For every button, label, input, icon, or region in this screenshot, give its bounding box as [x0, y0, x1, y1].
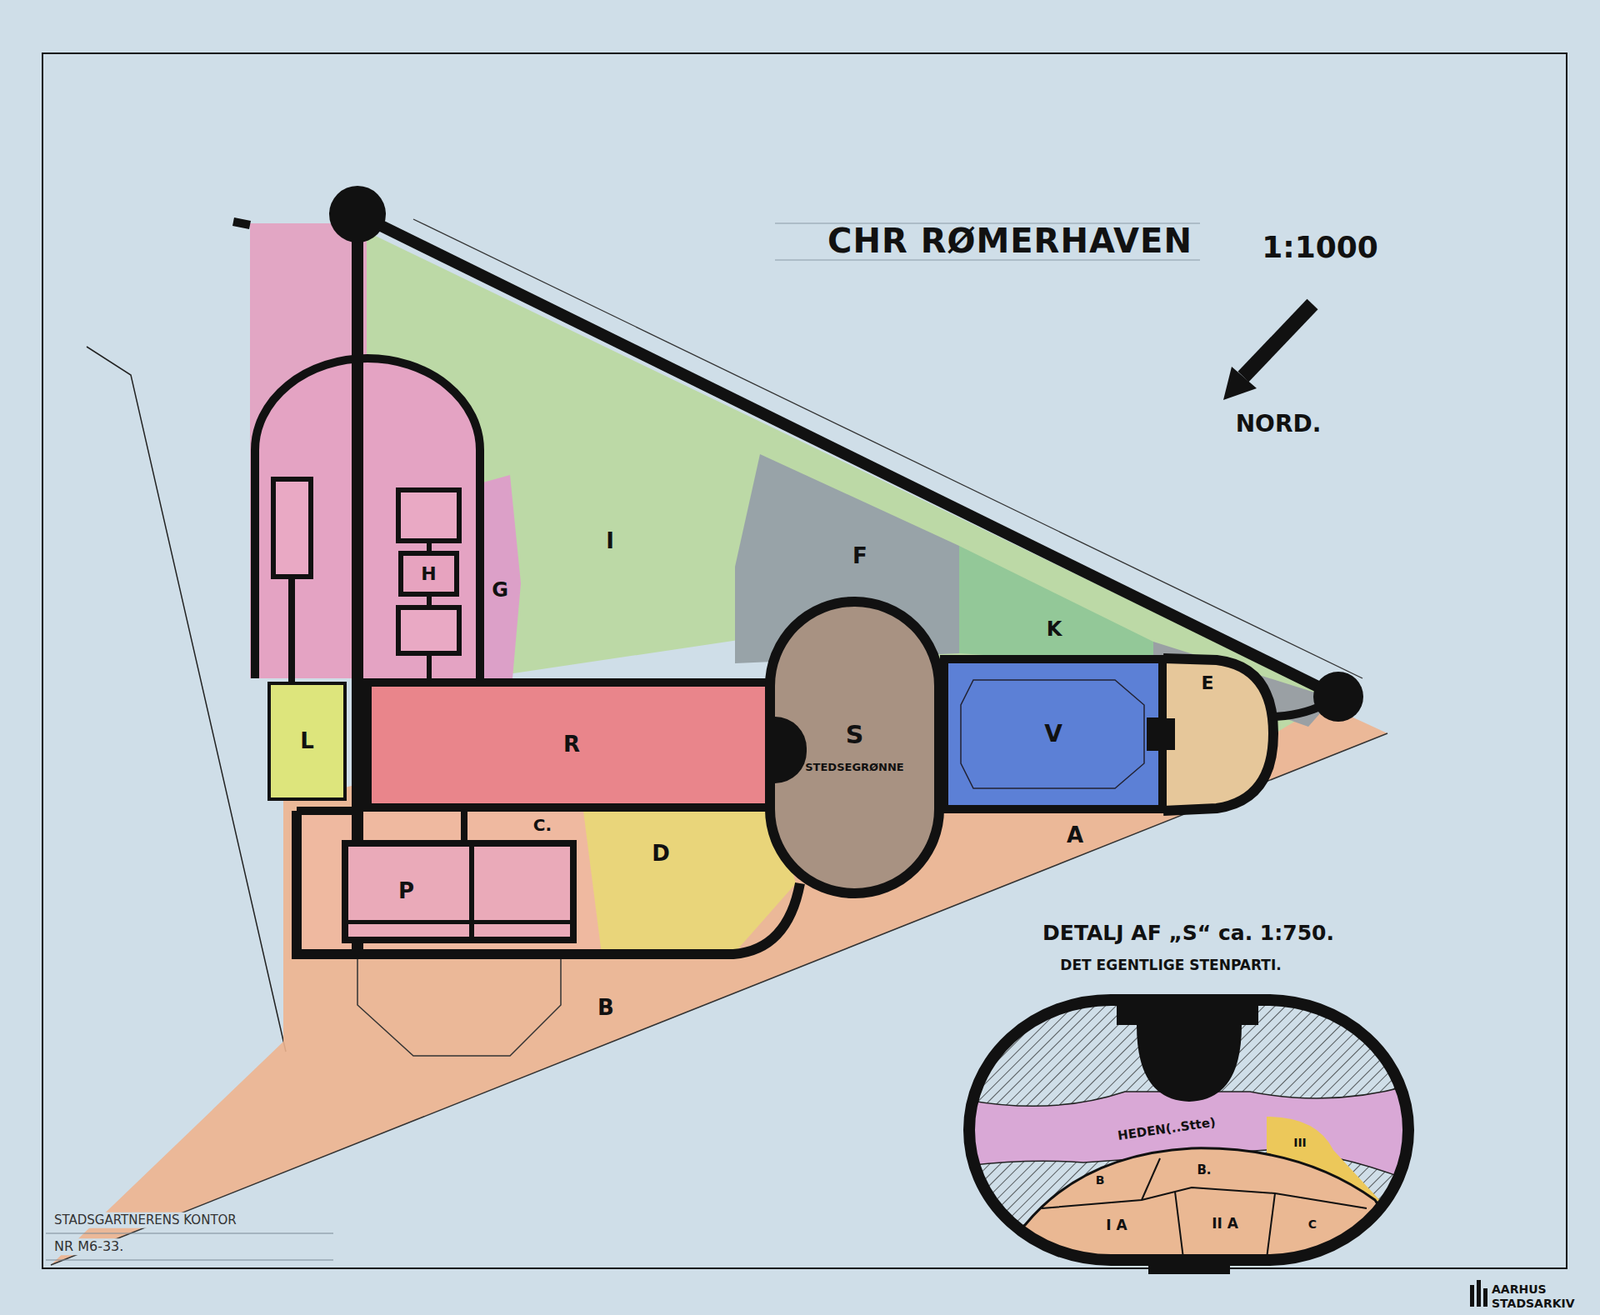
area-letter: I — [605, 529, 615, 554]
area-letter: S — [845, 720, 865, 750]
region-label: II A — [1211, 1215, 1239, 1232]
area-note: STEDSEGRØNNE — [805, 761, 905, 775]
archive-logo: AARHUS — [1491, 1283, 1547, 1296]
area-letter: K — [1046, 618, 1063, 640]
region-label: B. — [1196, 1163, 1211, 1178]
area-letter: A — [1066, 823, 1084, 848]
evergreen-oval: S STEDSEGRØNNE — [765, 596, 945, 899]
archive-logo: STADSARKIV — [1491, 1297, 1575, 1310]
lawn-box: L — [267, 681, 347, 801]
basin-tab — [1146, 717, 1159, 751]
area-letter: F — [852, 544, 868, 569]
area-letter: R — [563, 732, 580, 758]
region-label: B — [1095, 1174, 1105, 1187]
area-letter: B — [597, 995, 615, 1020]
area-letter: L — [300, 729, 315, 755]
region-label: C — [1308, 1218, 1317, 1231]
area-letter: E — [1200, 673, 1214, 694]
north-label: NORD. — [1235, 411, 1322, 438]
area-letter: D — [651, 841, 670, 866]
area-letter: H — [420, 563, 436, 585]
rock-dome — [775, 716, 807, 784]
region-label: III — [1293, 1136, 1307, 1150]
detail-subtitle: DET EGENTLIGE STENPARTI. — [1060, 957, 1281, 974]
area-letter: V — [1044, 720, 1063, 748]
scale-text: 1:1000 — [1261, 230, 1379, 265]
area-letter: C. — [533, 815, 552, 835]
region-label: I A — [1105, 1217, 1127, 1234]
area-letter: G — [491, 579, 509, 601]
area-letter: P — [398, 879, 415, 905]
office-stamp: STADSGARTNERENS KONTOR — [51, 1212, 240, 1229]
basin-line — [960, 680, 1145, 789]
plant-box: H — [398, 550, 460, 597]
bed-divider — [348, 920, 570, 925]
rose-bed: R — [363, 678, 780, 812]
plan-title: CHR RØMERHAVEN — [827, 221, 1193, 260]
drawing-number: NR M6-33. — [51, 1238, 126, 1255]
water-basin: V — [940, 655, 1167, 814]
bed-block: P — [341, 840, 577, 944]
region-label: HEDEN(..Stte) — [1116, 1115, 1217, 1144]
detail-title: DETALJ AF „S“ ca. 1:750. — [1042, 921, 1335, 945]
